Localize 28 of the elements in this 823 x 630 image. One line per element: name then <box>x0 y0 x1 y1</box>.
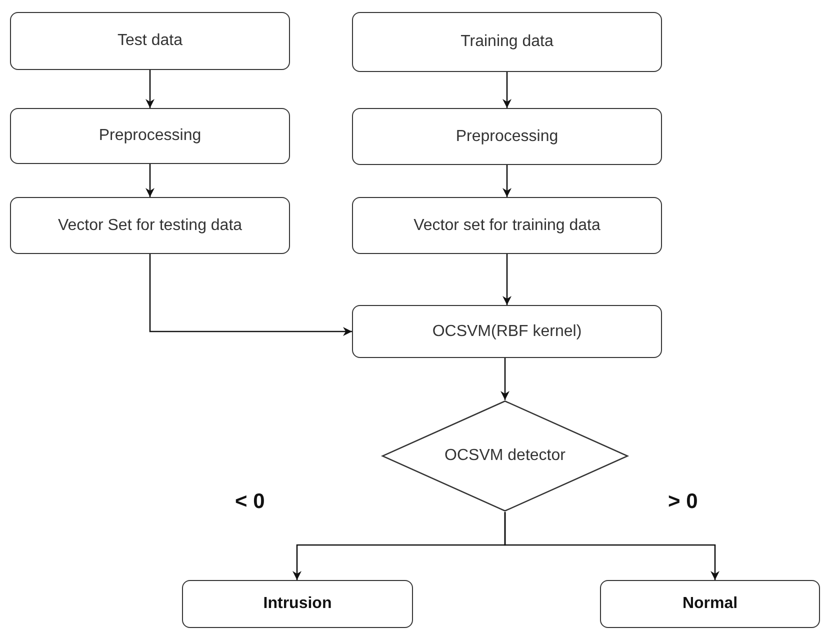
node-label: Intrusion <box>263 595 332 613</box>
arrow <box>502 165 512 197</box>
process-box <box>352 197 662 254</box>
process-box <box>352 12 662 72</box>
process-box <box>10 108 290 164</box>
node-label: Normal <box>682 595 738 613</box>
process-box <box>10 197 290 254</box>
arrow <box>500 358 510 400</box>
node-label: Training data <box>460 33 554 51</box>
process-box <box>10 12 290 70</box>
arrow <box>149 254 352 336</box>
arrow <box>502 254 512 305</box>
result-box <box>600 580 820 628</box>
arrow <box>504 512 720 580</box>
node-label: OCSVM detector <box>444 447 566 465</box>
arrow <box>146 70 154 108</box>
result-box <box>182 580 413 628</box>
node-label: Preprocessing <box>98 127 202 145</box>
process-box <box>352 108 662 165</box>
process-box <box>352 305 662 358</box>
decision-diamond <box>380 400 630 512</box>
node-label: OCSVM(RBF kernel) <box>432 322 582 340</box>
node-label: Vector Set for testing data <box>58 216 242 234</box>
node-label: Vector set for training data <box>414 216 600 234</box>
node-label: Test data <box>118 32 182 50</box>
arrow <box>146 164 154 197</box>
arrow <box>502 72 512 108</box>
node-label: Preprocessing <box>456 128 558 146</box>
